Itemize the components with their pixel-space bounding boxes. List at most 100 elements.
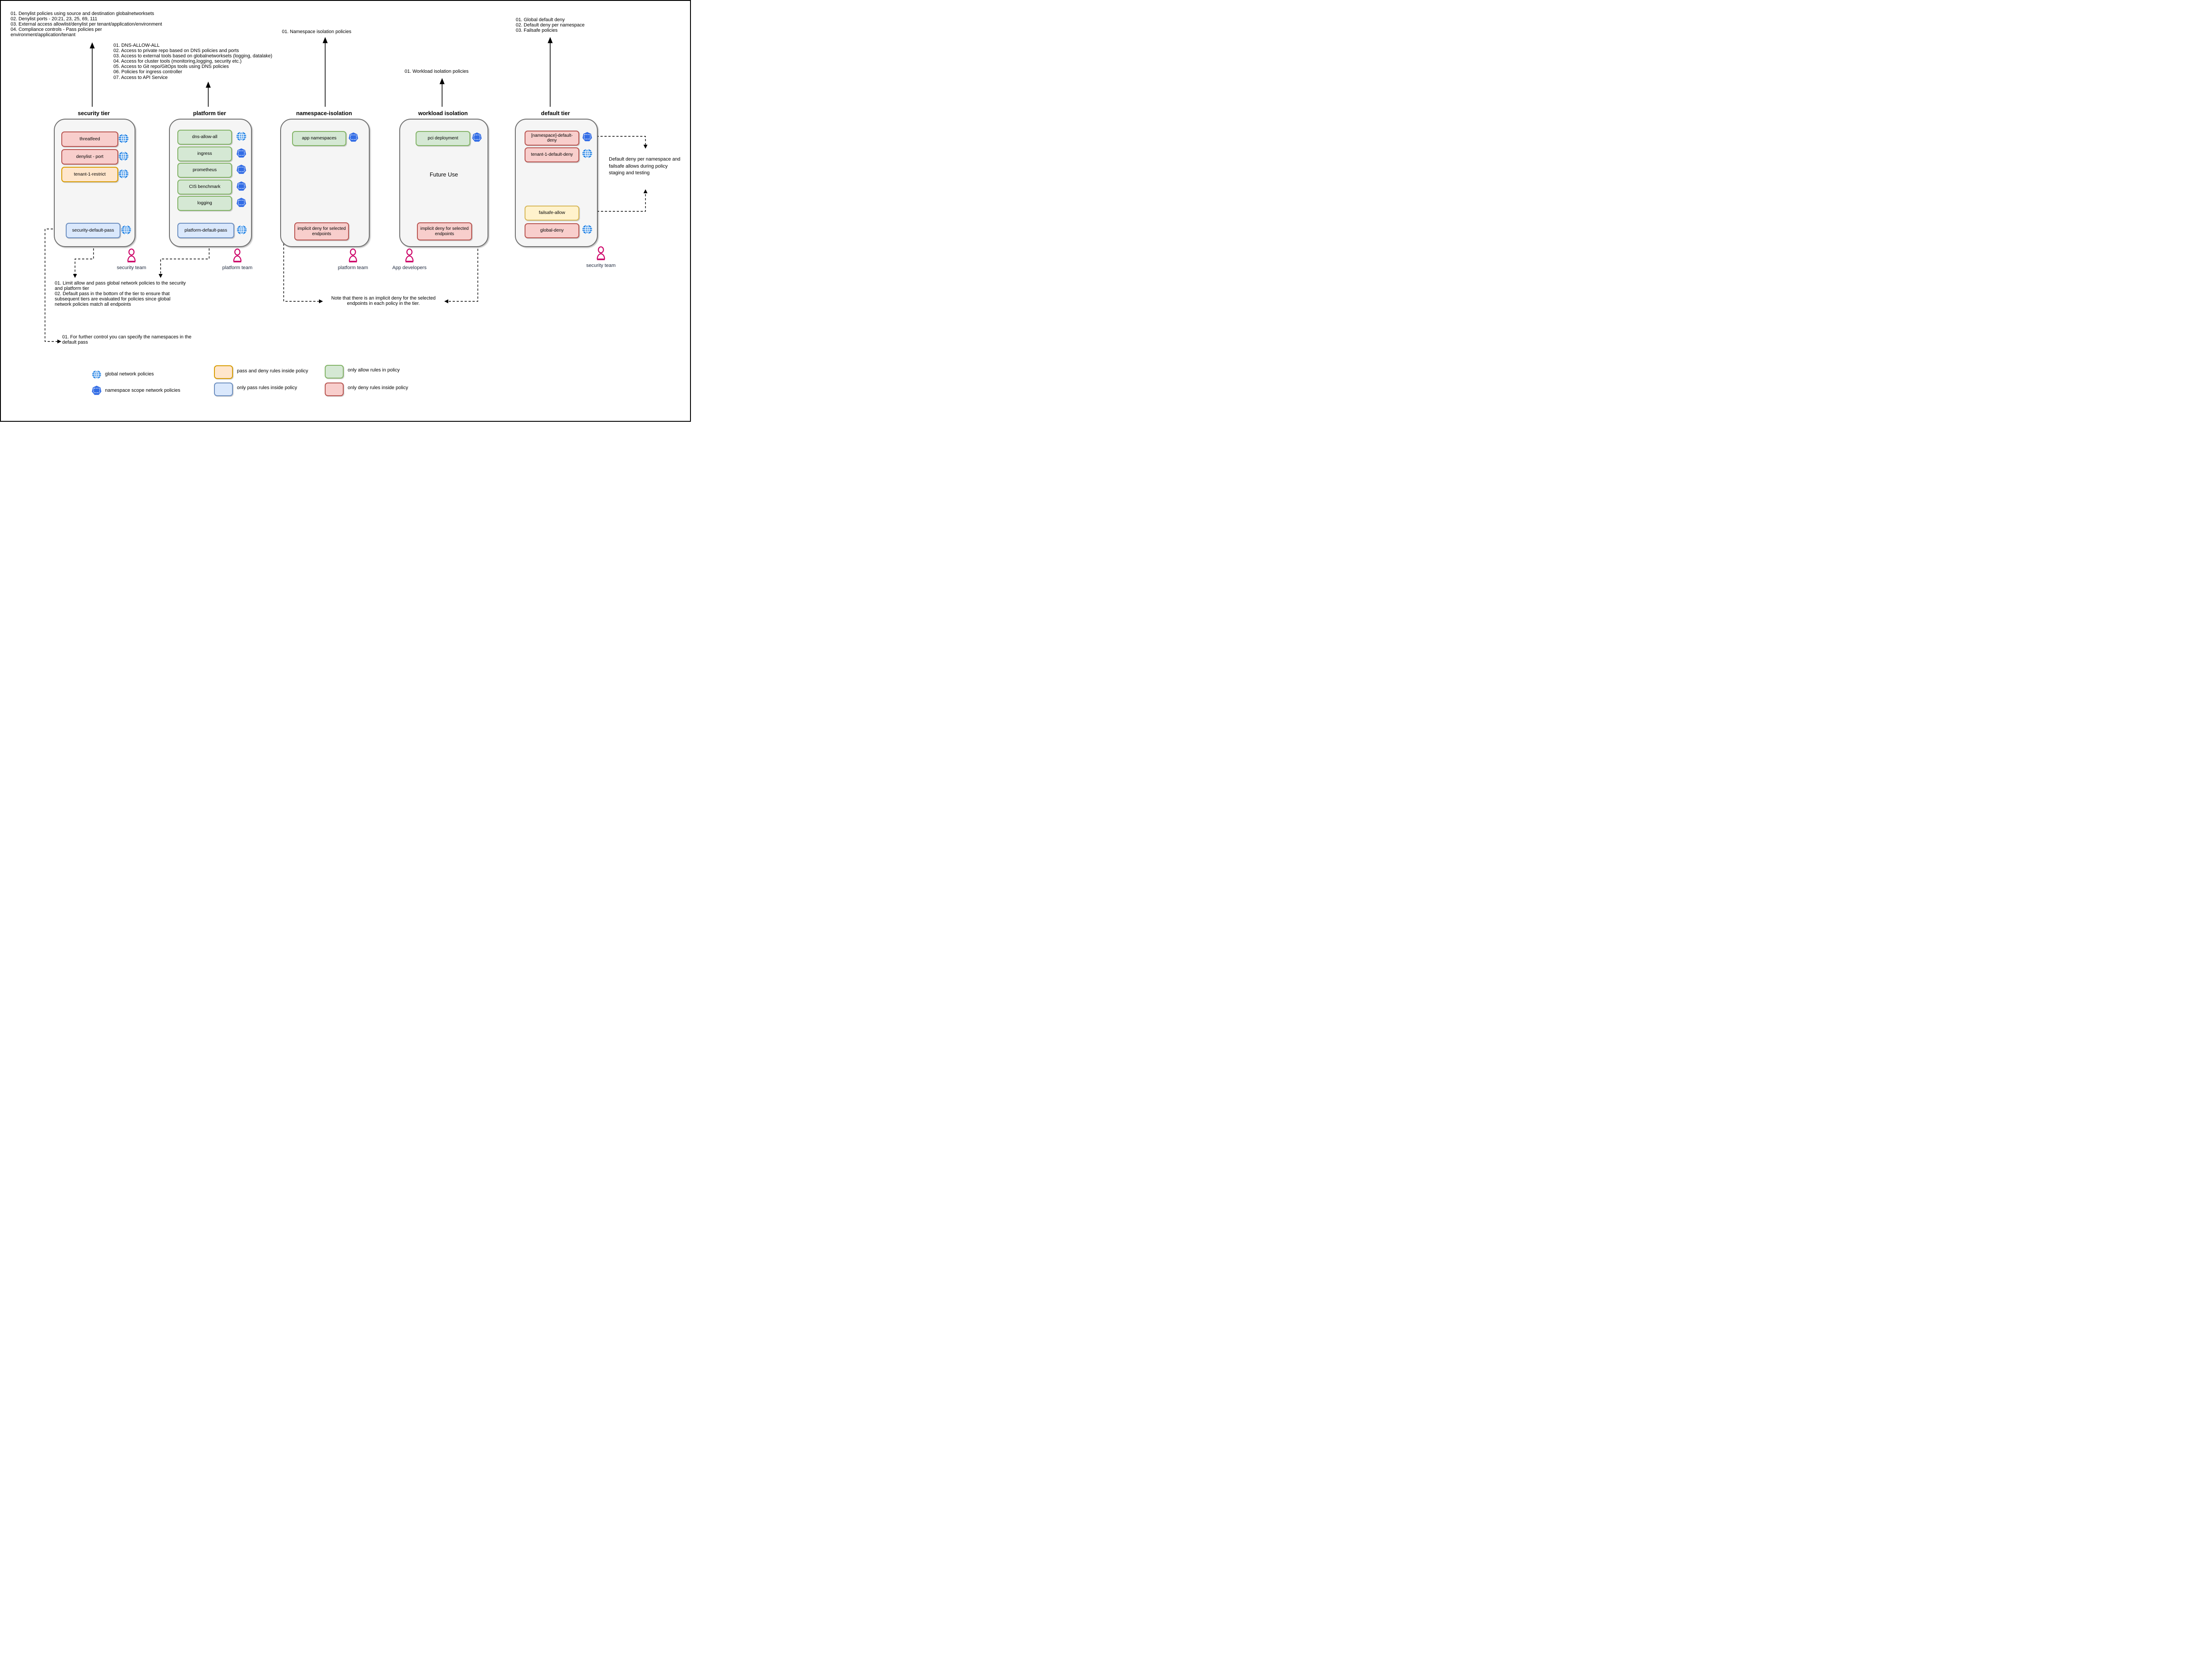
note-line: and platform tier xyxy=(55,286,90,292)
namespace-isolation-note: 01. Namespace isolation policies xyxy=(282,29,352,34)
global-network-policy-icon xyxy=(118,169,129,179)
namespace-policy-icon xyxy=(472,132,482,142)
policy-label: app namespaces xyxy=(302,136,337,141)
policy-platform-default-pass: platform-default-pass xyxy=(177,223,234,238)
note-line: 03. External access allowlist/denylist p… xyxy=(11,22,162,27)
policy-namespace-default-deny: [namespace]-default-deny xyxy=(525,131,579,146)
note-line: subsequent tiers are evaluated for polic… xyxy=(55,296,171,302)
tier-platform: dns-allow-all ingress prometheus CIS ben… xyxy=(169,119,252,247)
note-line: 01. Denylist policies using source and d… xyxy=(11,11,154,16)
note-line: Default deny per namespace and xyxy=(609,157,681,162)
global-network-policy-icon xyxy=(236,225,247,235)
person-icon xyxy=(346,248,360,263)
note-line: 02. Access to private repo based on DNS … xyxy=(113,48,239,54)
namespace-policy-icon xyxy=(236,148,247,158)
policy-implicit-deny-workload: implicit deny for selected endpoints xyxy=(417,222,472,240)
note-line: 06. Policies for ingress controller xyxy=(113,69,183,75)
note-line: default pass xyxy=(62,340,88,345)
policy-global-deny: global-deny xyxy=(525,223,579,238)
tier-default: [namespace]-default-deny tenant-1-defaul… xyxy=(515,119,598,247)
policy-implicit-deny-namespace: implicit deny for selected endpoints xyxy=(294,222,349,240)
legend-pass-deny-rules: pass and deny rules inside policy xyxy=(237,368,308,374)
note-line: 04. Access for cluster tools (monitoring… xyxy=(113,59,242,64)
note-line: 01. Limit allow and pass global network … xyxy=(55,281,186,286)
legend-swatch-only-pass xyxy=(214,382,233,396)
staging-note: Default deny per namespace and failsafe … xyxy=(609,156,680,177)
note-line: 02. Default pass in the bottom of the ti… xyxy=(55,291,170,297)
tier-workload-isolation: pci deployment Future Use implicit deny … xyxy=(399,119,488,247)
team-label-security-2: security team xyxy=(586,263,616,268)
team-label-platform-1: platform team xyxy=(222,265,253,270)
policy-failsafe-allow: failsafe-allow xyxy=(525,206,579,221)
legend-swatch-only-allow xyxy=(325,365,344,379)
note-line: network policies match all endpoints xyxy=(55,302,131,308)
policy-pci-deployment: pci deployment xyxy=(416,131,470,146)
policy-label: security-default-pass xyxy=(72,228,114,233)
policy-app-namespaces: app namespaces xyxy=(292,131,346,146)
diagram-canvas: 01. Denylist policies using source and d… xyxy=(0,0,691,422)
person-icon xyxy=(231,248,244,263)
tier-title-namespace-isolation: namespace-isolation xyxy=(296,110,352,116)
team-label-app-developers: App developers xyxy=(392,265,427,270)
legend-only-deny-rules: only deny rules inside policy xyxy=(348,385,408,390)
policy-label: tenant-1-restrict xyxy=(74,172,106,177)
note-line: 02. Denylist ports - 20:21, 23, 25, 69, … xyxy=(11,16,98,22)
implicit-deny-note: Note that there is an implicit deny for … xyxy=(324,296,443,306)
global-network-policy-icon xyxy=(118,151,129,161)
note-line: Note that there is an implicit deny for … xyxy=(331,296,436,301)
policy-label: [namespace]-default-deny xyxy=(531,133,573,143)
policy-label: platform-default-pass xyxy=(184,228,227,233)
policy-label: logging xyxy=(197,201,212,206)
policy-tenant-1-default-deny: tenant-1-default-deny xyxy=(525,147,579,162)
tier-security: threatfeed denylist - port tenant-1-rest… xyxy=(54,119,135,247)
default-tier-notes: 01. Global default deny 02. Default deny… xyxy=(516,17,585,33)
tier-title-default: default tier xyxy=(541,110,570,116)
person-icon xyxy=(594,246,608,261)
note-line: 03. Access to external tools based on gl… xyxy=(113,53,273,59)
policy-prometheus: prometheus xyxy=(177,163,232,178)
note-line: 03. Failsafe policies xyxy=(516,28,558,34)
note-line: 01. For further control you can specify … xyxy=(62,334,191,340)
policy-label: prometheus xyxy=(192,168,217,173)
policy-ingress: ingress xyxy=(177,146,232,161)
note-line: 05. Access to Git repo/GitOps tools usin… xyxy=(113,64,229,70)
note-line: environment/application/tenant xyxy=(11,32,76,38)
global-network-policy-icon xyxy=(236,131,247,142)
arrow-platform-tier-to-notes xyxy=(206,81,211,107)
dashed-platform-tier-to-bottom-note xyxy=(158,244,210,278)
arrow-namespace-tier-to-notes xyxy=(323,37,328,107)
policy-label: threatfeed xyxy=(79,136,100,142)
note-line: 01. DNS-ALLOW-ALL xyxy=(113,43,160,48)
policy-security-default-pass: security-default-pass xyxy=(66,223,120,238)
security-tier-notes: 01. Denylist policies using source and d… xyxy=(11,11,162,38)
legend-namespace-scope-policies: namespace scope network policies xyxy=(105,388,180,393)
global-network-policy-icon xyxy=(582,224,593,235)
dashed-security-tier-to-bottom-note xyxy=(73,244,94,278)
tier-title-security: security tier xyxy=(78,110,110,116)
further-control-note: 01. For further control you can specify … xyxy=(62,334,191,345)
note-line: 01. Global default deny xyxy=(516,17,565,22)
tier-title-workload-isolation: workload isolation xyxy=(418,110,468,116)
policy-label: failsafe-allow xyxy=(539,210,565,216)
legend-only-allow-rules: only allow rules in policy xyxy=(348,368,400,373)
namespace-policy-icon xyxy=(348,132,359,142)
global-network-policy-icon xyxy=(118,133,129,144)
namespace-policy-icon xyxy=(236,181,247,191)
policy-label: implicit deny for selected endpoints xyxy=(297,226,346,236)
legend-swatch-only-deny xyxy=(325,382,344,396)
policy-label: pci deployment xyxy=(428,136,458,141)
policy-denylist-port: denylist - port xyxy=(61,149,118,165)
policy-dns-allow-all: dns-allow-all xyxy=(177,130,232,145)
policy-threatfeed: threatfeed xyxy=(61,131,118,147)
future-use-label: Future Use xyxy=(429,171,458,178)
global-network-policy-icon xyxy=(92,370,101,379)
arrow-security-tier-to-notes xyxy=(90,42,95,107)
note-line: staging and testing xyxy=(609,170,650,176)
tier-bottom-notes: 01. Limit allow and pass global network … xyxy=(55,281,186,307)
global-network-policy-icon xyxy=(121,225,131,235)
policy-logging: logging xyxy=(177,196,232,211)
platform-tier-notes: 01. DNS-ALLOW-ALL 02. Access to private … xyxy=(113,43,272,80)
policy-label: implicit deny for selected endpoints xyxy=(420,226,469,236)
policy-label: denylist - port xyxy=(76,154,104,159)
policy-label: global-deny xyxy=(540,228,564,233)
